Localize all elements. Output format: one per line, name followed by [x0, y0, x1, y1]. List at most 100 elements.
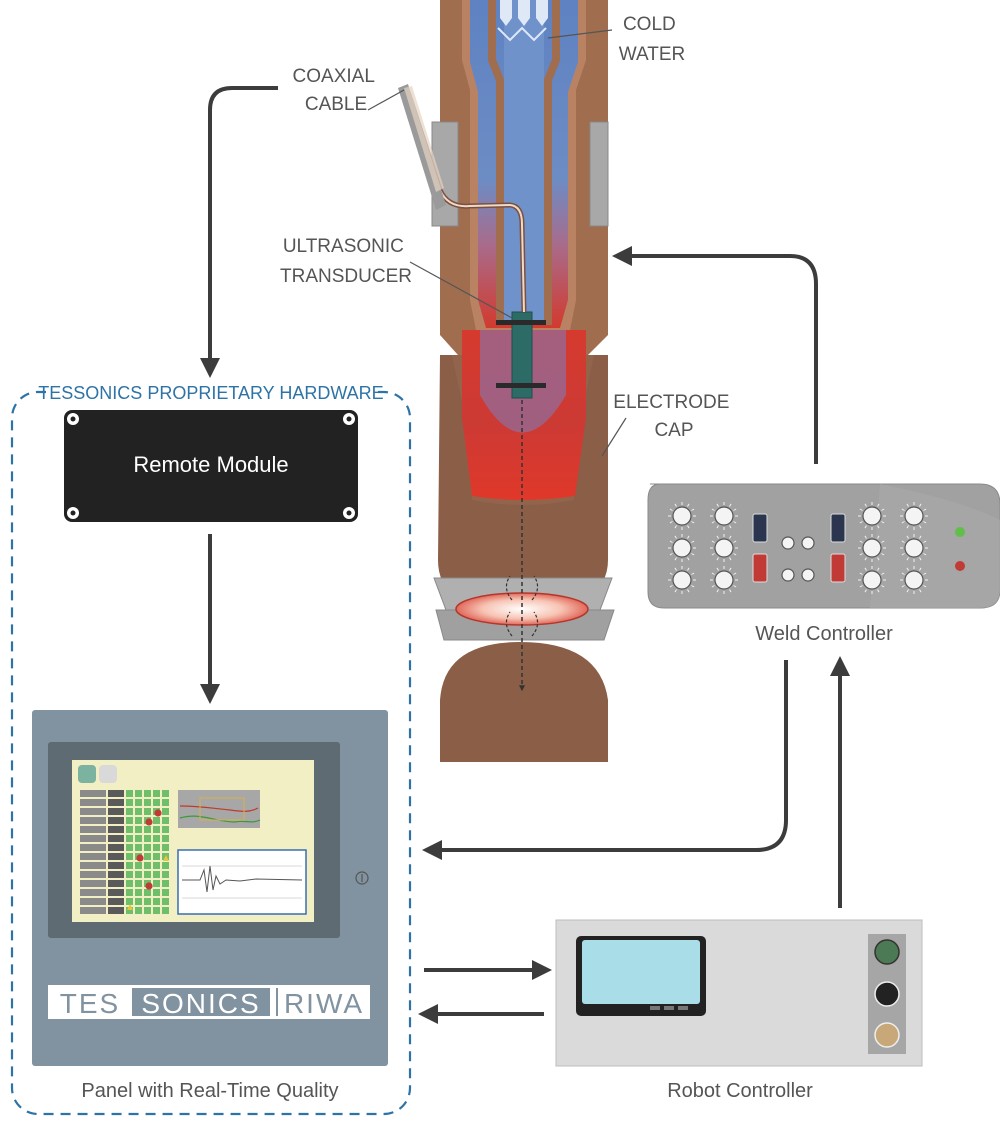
hardware-group-label: TESSONICS PROPRIETARY HARDWARE — [38, 383, 383, 403]
control-knob — [668, 502, 696, 530]
weld-nugget — [456, 593, 588, 625]
grid-row-label — [80, 808, 106, 815]
control-knob — [781, 536, 795, 550]
grid-cell — [144, 862, 151, 869]
status-led-red — [955, 561, 965, 571]
grid-cell — [126, 907, 133, 914]
control-knob — [900, 566, 928, 594]
grid-cell — [153, 862, 160, 869]
grid-row-id — [108, 826, 124, 833]
grid-cell — [135, 835, 142, 842]
lower-electrode — [440, 642, 608, 762]
robot-tan-button — [874, 1022, 900, 1048]
grid-cell — [126, 844, 133, 851]
grid-cell — [144, 907, 151, 914]
grid-cell — [162, 817, 169, 824]
water-inflow-arrows — [500, 0, 548, 26]
grid-row-label — [80, 790, 106, 797]
control-knob — [710, 502, 738, 530]
grid-row-id — [108, 808, 124, 815]
grid-row-id — [108, 844, 124, 851]
grid-cell — [153, 835, 160, 842]
status-led-green — [955, 527, 965, 537]
grid-cell — [126, 799, 133, 806]
arrow-weld-controller-to-electrode — [612, 246, 818, 464]
grid-cell — [126, 862, 133, 869]
grid-row-id — [108, 871, 124, 878]
coaxial-cable-label: COAXIAL CABLE — [293, 66, 380, 115]
grid-row-label — [80, 799, 106, 806]
grid-cell — [144, 871, 151, 878]
grid-cell — [126, 790, 133, 797]
grid-cell — [135, 826, 142, 833]
grid-row-id — [108, 853, 124, 860]
control-knob — [801, 536, 815, 550]
grid-cell — [135, 907, 142, 914]
control-knob — [710, 534, 738, 562]
grid-cell — [135, 817, 142, 824]
grid-row-label — [80, 889, 106, 896]
grid-cell — [162, 808, 169, 815]
grid-cell — [126, 880, 133, 887]
grid-cell — [144, 808, 151, 815]
right-bracket — [589, 121, 609, 227]
grid-cell — [126, 853, 133, 860]
grid-row-id — [108, 817, 124, 824]
brand-sonics: SONICS — [141, 988, 260, 1019]
ultrasonic-transducer-label: ULTRASONIC TRANSDUCER — [280, 236, 412, 287]
grid-cell — [144, 826, 151, 833]
grid-cell — [144, 853, 151, 860]
grid-row-id — [108, 799, 124, 806]
grid-cell — [144, 799, 151, 806]
arrow-cable-to-module — [200, 86, 278, 378]
grid-row-label — [80, 862, 106, 869]
grid-cell — [153, 799, 160, 806]
grid-cell — [153, 898, 160, 905]
grid-row-id — [108, 862, 124, 869]
grid-alert-dot — [145, 818, 153, 826]
control-knob — [900, 534, 928, 562]
electrode-cap-label: ELECTRODE CAP — [613, 392, 734, 441]
grid-warning-mark — [127, 904, 133, 910]
panel-label: Panel with Real-Time Quality — [81, 1080, 338, 1102]
grid-cell — [144, 889, 151, 896]
grid-cell — [153, 907, 160, 914]
grid-cell — [135, 889, 142, 896]
cold-water-label: COLD WATER — [619, 14, 686, 65]
quality-panel: TES SONICS RIWA — [32, 710, 388, 1066]
control-knob — [668, 534, 696, 562]
grid-row-label — [80, 871, 106, 878]
remote-module: Remote Module — [64, 410, 358, 522]
grid-cell — [153, 817, 160, 824]
cooling-tube — [488, 0, 560, 325]
grid-row-label — [80, 898, 106, 905]
control-knob — [781, 568, 795, 582]
electrode-assembly — [398, 0, 615, 762]
leader-lines — [367, 29, 627, 457]
robot-controller — [555, 919, 923, 1067]
control-knob — [900, 502, 928, 530]
control-knob — [668, 566, 696, 594]
ascan-waveform — [182, 865, 303, 893]
connection-arrows — [200, 86, 850, 1024]
grid-row-label — [80, 853, 106, 860]
grid-cell — [135, 880, 142, 887]
control-knob — [858, 566, 886, 594]
grid-cell — [153, 844, 160, 851]
grid-cell — [162, 826, 169, 833]
grid-row-label — [80, 880, 106, 887]
grid-cell — [153, 826, 160, 833]
grid-cell — [126, 871, 133, 878]
grid-cell — [144, 844, 151, 851]
grid-cell — [126, 808, 133, 815]
grid-cell — [126, 898, 133, 905]
workpiece-sheets — [433, 577, 615, 641]
robot-controller-label: Robot Controller — [667, 1080, 813, 1102]
grid-cell — [135, 862, 142, 869]
grid-cell — [162, 889, 169, 896]
grid-cell — [135, 808, 142, 815]
grid-cell — [144, 898, 151, 905]
grid-row-label — [80, 907, 106, 914]
grid-cell — [126, 826, 133, 833]
grid-cell — [162, 898, 169, 905]
